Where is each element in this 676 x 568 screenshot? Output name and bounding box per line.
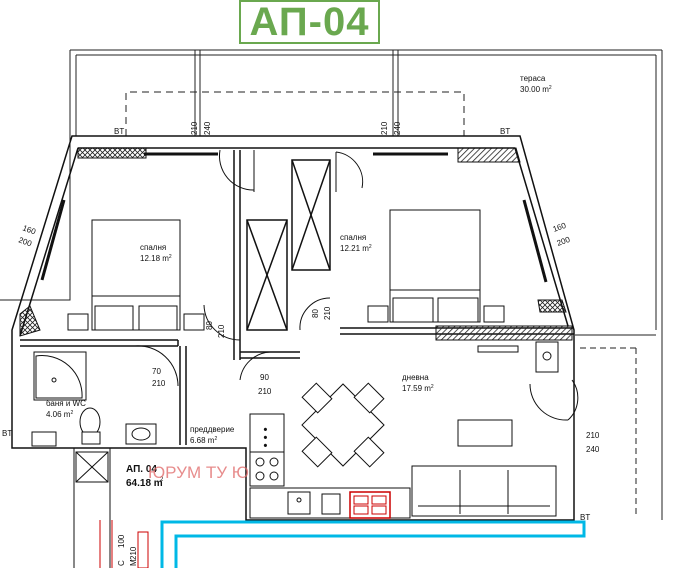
dim-80-b: 80: [311, 309, 320, 318]
bt-markers: BT BT BT BT: [2, 127, 590, 522]
hall-name: преддверие: [190, 425, 235, 434]
dim-210-c: 210: [217, 324, 226, 338]
kitchen: • • •: [249, 413, 411, 519]
bathroom-fixtures: [31, 351, 157, 447]
apartment-title: АП-04: [249, 0, 370, 44]
bedroom-right-area: 12.21 m2: [340, 244, 372, 253]
dim-210-f: 210: [258, 387, 272, 396]
living-area: 17.59 m2: [402, 384, 434, 393]
dim-210-g: 210: [586, 431, 600, 440]
terrace-name: тераса: [520, 74, 546, 83]
dim-160-l: 160: [21, 223, 37, 236]
bath-area: 4.06 m2: [46, 410, 73, 419]
dim-240-g: 240: [586, 445, 600, 454]
living-furniture: [301, 341, 559, 517]
dim-200-l: 200: [17, 235, 33, 248]
bt-marker-2: BT: [500, 127, 510, 136]
hall-area: 6.68 m2: [190, 436, 217, 445]
bedroom-right-area-sup: 2: [369, 244, 372, 250]
stair-c-label: C: [117, 560, 126, 566]
hall-area-sup: 2: [214, 436, 217, 442]
boundary-line: [160, 520, 586, 568]
bed-right: [367, 209, 505, 323]
bedroom-left-area: 12.18 m2: [140, 254, 172, 263]
bedroom-left-area-sup: 2: [169, 254, 172, 260]
bath-area-sup: 2: [70, 410, 73, 416]
bedroom-left-name: спалня: [140, 243, 166, 252]
terrace: [0, 49, 663, 520]
living-area-sup: 2: [431, 384, 434, 390]
svg-text:•: •: [264, 433, 267, 442]
dim-90: 90: [260, 373, 269, 382]
interior-walls: [20, 150, 574, 445]
dimension-labels: 210 240 210 240 160 200 160 200 80 210 8…: [17, 121, 600, 566]
terrace-area: 30.00 m2: [520, 85, 552, 94]
dim-100: 100: [117, 534, 126, 548]
watermark: ЮРУМ ТУ Ю: [148, 463, 249, 482]
dim-200-r: 200: [556, 235, 572, 248]
bath-name: баня и WC: [46, 399, 86, 408]
bt-marker-1: BT: [114, 127, 124, 136]
entry-stair: [73, 448, 149, 568]
doors: [134, 149, 579, 421]
dim-160-r: 160: [552, 221, 568, 234]
dim-240-b: 240: [393, 121, 402, 135]
apartment-title-box: АП-04: [239, 0, 380, 44]
dim-210-a: 210: [190, 121, 199, 135]
dim-210-b: 210: [380, 121, 389, 135]
apartment-area-sup: 2: [160, 477, 164, 483]
bed-left: [67, 219, 205, 331]
dim-210-e: 210: [152, 379, 166, 388]
dim-80-a: 80: [205, 321, 214, 330]
terrace-area-sup: 2: [549, 85, 552, 91]
apartment-area: 64.18 m: [126, 478, 163, 489]
bt-marker-4: BT: [580, 513, 590, 522]
dim-240-a: 240: [203, 121, 212, 135]
living-name: дневна: [402, 373, 429, 382]
svg-text:•: •: [264, 441, 267, 450]
apartment-name: АП. 04: [126, 464, 157, 475]
dim-210-h: 210: [129, 546, 138, 560]
room-labels: тераса 30.00 m2 спалня 12.18 m2 спалня 1…: [46, 74, 552, 489]
bt-marker-3: BT: [2, 429, 12, 438]
bedroom-right-name: спалня: [340, 233, 366, 242]
exterior-walls: [11, 135, 575, 521]
dim-210-d: 210: [323, 306, 332, 320]
dim-70: 70: [152, 367, 161, 376]
svg-text:•: •: [264, 425, 267, 434]
stair-m-label: M: [129, 559, 138, 566]
